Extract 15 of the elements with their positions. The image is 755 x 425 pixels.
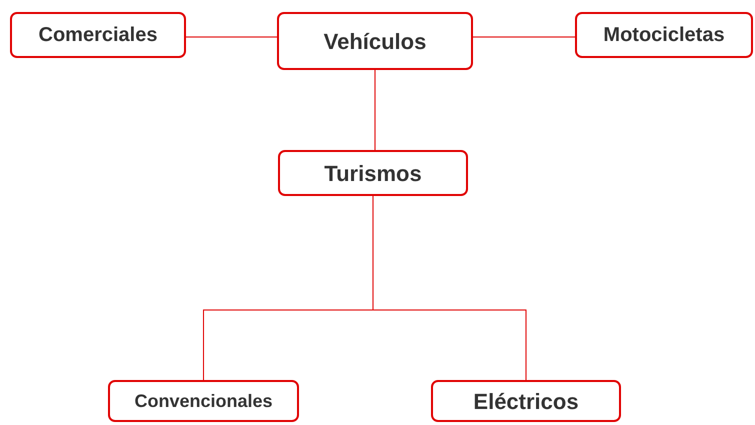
category-label: Turismos: [324, 160, 422, 188]
category-box: [575, 12, 753, 58]
category-label: Motocicletas: [603, 23, 725, 48]
category-box: [108, 380, 299, 422]
connector-line: [186, 36, 278, 38]
category-label: Comerciales: [38, 23, 158, 48]
category-box: [10, 12, 186, 58]
category-label: Vehículos: [324, 28, 426, 56]
category-box: [431, 380, 621, 422]
category-label: Eléctricos: [473, 388, 579, 416]
category-box: [278, 150, 468, 196]
connector-line: [472, 36, 576, 38]
category-label: Convencionales: [134, 390, 273, 412]
category-box: [277, 12, 473, 70]
connector-line: [374, 70, 376, 150]
